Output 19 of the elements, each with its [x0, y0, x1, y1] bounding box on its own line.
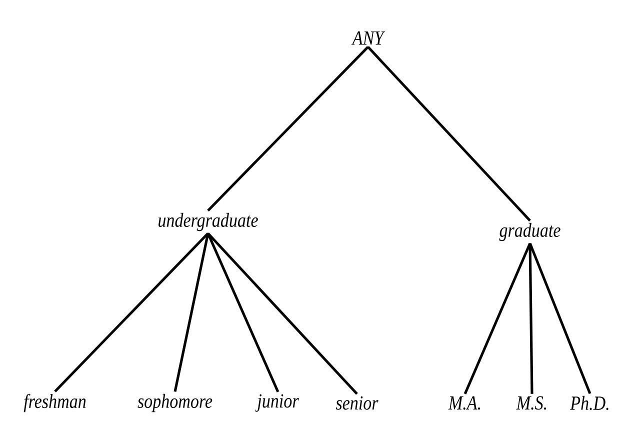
tree-label: sophomore [138, 394, 212, 412]
tree-label: ANY [351, 31, 386, 45]
tree-label: undergraduate [158, 212, 258, 232]
tree-branch [367, 46, 531, 222]
tree-branch [464, 242, 532, 394]
tree-branch [528, 242, 592, 394]
tree-branch [207, 232, 358, 395]
tree-branch [54, 232, 209, 392]
tree-label: M.A. [448, 396, 480, 410]
tree-label: M.S. [516, 396, 546, 410]
tree-branch [528, 243, 534, 394]
tree-label: graduate [499, 222, 560, 242]
tree-label: senior [336, 396, 378, 410]
tree-label: freshman [24, 394, 86, 412]
tree-label: junior [255, 394, 299, 412]
tree-branch [206, 232, 280, 392]
tree-branch [207, 46, 369, 212]
tree-branch [174, 233, 210, 392]
tree-label: Ph.D. [570, 396, 608, 410]
